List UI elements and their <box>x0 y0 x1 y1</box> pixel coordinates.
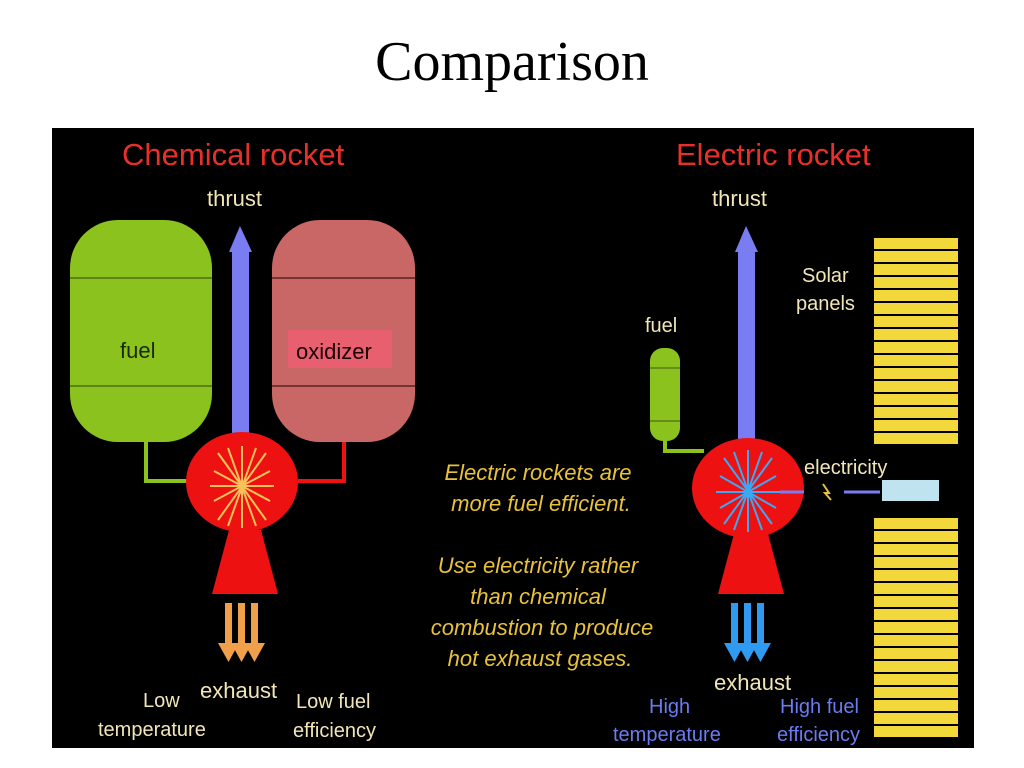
center-text-line: more fuel efficient. <box>451 491 631 516</box>
electric-temperature-line1: High <box>649 696 690 718</box>
solar-cell <box>874 674 958 685</box>
electric-exhaust-label: exhaust <box>714 670 791 695</box>
solar-cell <box>874 368 958 379</box>
solar-cell <box>874 531 958 542</box>
starburst-icon <box>210 446 274 528</box>
electric-rocket-heading: Electric rocket <box>676 137 871 172</box>
down-arrow-icon <box>244 603 265 662</box>
solar-cell <box>874 433 958 444</box>
fuel-feed-pipe <box>144 442 188 483</box>
solar-cell <box>874 420 958 431</box>
electric-thrust-arrow <box>735 226 758 480</box>
solar-cell <box>874 700 958 711</box>
solar-cell <box>874 264 958 275</box>
diagram-background <box>52 128 974 748</box>
electric-temperature-line2: temperature <box>613 724 721 746</box>
solar-cell <box>874 355 958 366</box>
chemical-fuel-label: fuel <box>120 338 155 363</box>
fuel-tank-body <box>70 220 212 442</box>
solar-cell <box>874 251 958 262</box>
solar-cell <box>874 277 958 288</box>
down-arrow-icon <box>750 603 771 662</box>
solar-cell <box>874 329 958 340</box>
electricity-connection <box>780 480 939 501</box>
chemical-nozzle <box>212 530 278 594</box>
solar-panels-label-line1: Solar <box>802 265 849 287</box>
chemical-thrust-arrow <box>229 226 252 480</box>
solar-cell <box>874 648 958 659</box>
electric-efficiency-line2: efficiency <box>777 724 860 746</box>
center-text-line: combustion to produce <box>431 615 654 640</box>
chemical-oxidizer-tank: oxidizer <box>272 220 415 442</box>
solar-cell <box>874 238 958 249</box>
solar-cell <box>874 544 958 555</box>
solar-cell <box>874 557 958 568</box>
solar-cell <box>874 290 958 301</box>
rocket-comparison-diagram: Chemical rocket thrust fuel oxidizer <box>52 128 974 748</box>
chemical-thrust-label: thrust <box>207 186 262 211</box>
starburst-icon <box>716 450 780 532</box>
chemical-exhaust-arrows <box>218 603 265 662</box>
solar-cell <box>874 622 958 633</box>
slide-title: Comparison <box>375 31 649 93</box>
electric-fuel-tank <box>650 348 680 441</box>
electric-thrust-label: thrust <box>712 186 767 211</box>
chemical-thrust-shaft <box>232 250 249 480</box>
solar-cell <box>874 381 958 392</box>
oxidizer-feed-pipe <box>298 442 346 483</box>
lightning-icon <box>822 483 832 501</box>
solar-cell <box>874 394 958 405</box>
chemical-temperature-line2: temperature <box>98 719 206 741</box>
solar-panels-label-line2: panels <box>796 293 855 315</box>
up-arrow-icon <box>229 226 252 252</box>
center-text-line: Use electricity rather <box>438 553 640 578</box>
solar-panel-lower <box>874 518 958 737</box>
electric-thruster-chamber <box>692 438 804 594</box>
solar-panel-upper <box>874 238 958 444</box>
electric-thrust-shaft <box>738 250 755 480</box>
solar-cell <box>874 303 958 314</box>
electric-exhaust-arrows <box>724 603 771 662</box>
electricity-label: electricity <box>804 457 887 479</box>
small-fuel-tank-body <box>650 348 680 441</box>
solar-cell <box>874 407 958 418</box>
solar-cell <box>874 342 958 353</box>
electric-efficiency-line1: High fuel <box>780 696 859 718</box>
chemical-rocket-heading: Chemical rocket <box>122 137 345 172</box>
chemical-temperature-line1: Low <box>143 690 180 712</box>
solar-cell <box>874 687 958 698</box>
solar-cell <box>874 713 958 724</box>
solar-cell <box>874 609 958 620</box>
oxidizer-label-background <box>288 330 392 368</box>
solar-cell <box>874 661 958 672</box>
center-text-line: hot exhaust gases. <box>448 646 633 671</box>
chemical-efficiency-line1: Low fuel <box>296 691 371 713</box>
chemical-fuel-tank: fuel <box>70 220 212 442</box>
power-unit-box <box>882 480 939 501</box>
center-text-line: than chemical <box>470 584 607 609</box>
solar-cell <box>874 316 958 327</box>
solar-cell <box>874 518 958 529</box>
electric-fuel-label: fuel <box>645 315 677 337</box>
solar-cell <box>874 570 958 581</box>
electric-fuel-pipe <box>663 441 704 453</box>
chemical-exhaust-label: exhaust <box>200 678 277 703</box>
chemical-combustion-chamber <box>186 432 298 594</box>
solar-cell <box>874 635 958 646</box>
chemical-efficiency-line2: efficiency <box>293 720 376 742</box>
solar-cell <box>874 726 958 737</box>
electric-nozzle <box>718 530 784 594</box>
chemical-oxidizer-label: oxidizer <box>296 339 372 364</box>
solar-cell <box>874 583 958 594</box>
center-explanation: Electric rockets are more fuel efficient… <box>431 460 654 671</box>
center-text-line: Electric rockets are <box>444 460 631 485</box>
solar-cell <box>874 596 958 607</box>
up-arrow-icon <box>735 226 758 252</box>
